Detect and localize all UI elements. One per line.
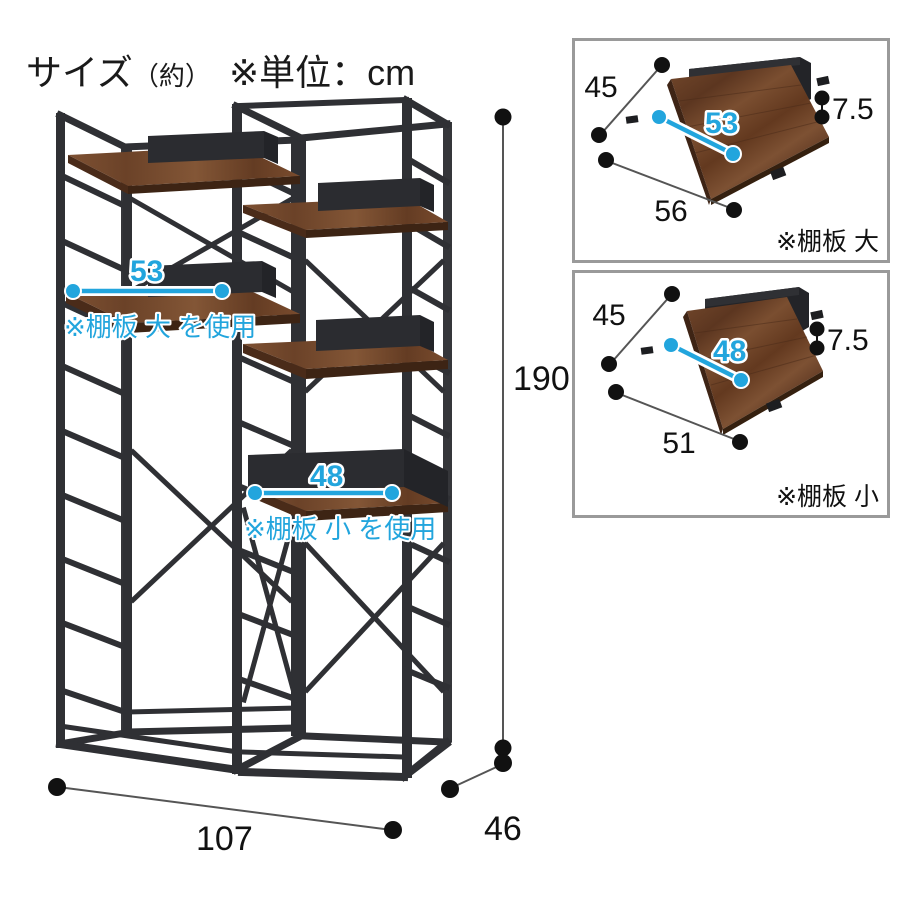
dim-width-label: 107	[196, 820, 253, 858]
title-size-label: サイズ	[26, 52, 133, 93]
panel-small-thickness-label: 7.5	[827, 324, 869, 357]
annotation-48-note: ※棚板 小 を使用	[244, 514, 436, 544]
panel-small-caption: ※棚板 小	[776, 483, 879, 511]
panel-large-caption: ※棚板 大	[776, 228, 879, 256]
annotation-48-value: 48	[310, 460, 343, 493]
title-unit-label: ※単位：cm	[228, 52, 416, 93]
dim-dot	[384, 821, 402, 839]
panel-shelf-board-large: 45 56 7.5 53 ※棚板 大	[572, 38, 890, 263]
panel-small-depth-label: 45	[592, 299, 625, 332]
shelf-board-small-in-use	[248, 449, 448, 521]
dim-dot	[494, 739, 512, 757]
annotation-53-value: 53	[130, 255, 163, 288]
shelf-board-mid-right	[243, 315, 448, 379]
page-title: サイズ（約） ※単位：cm	[26, 44, 415, 96]
title-approx-label: （約）	[132, 61, 211, 91]
panel-large-depth-label: 45	[584, 71, 617, 104]
panel-small-inner-width-label: 48	[713, 335, 746, 368]
dim-dot	[48, 778, 66, 796]
annotation-small-board: 48 ※棚板 小 を使用	[242, 458, 438, 547]
panel-small-inner-dim: 48	[662, 333, 750, 389]
dim-dot	[494, 754, 512, 772]
board-illustration-small	[640, 287, 824, 435]
dim-height-label: 190	[513, 360, 570, 398]
dim-dot	[494, 108, 512, 126]
panel-large-inner-width-label: 53	[705, 107, 738, 140]
panel-large-inner-dim: 53	[650, 105, 742, 163]
dim-dot	[441, 780, 459, 798]
shelf-board-top-left	[68, 131, 300, 194]
annotation-53-note: ※棚板 大 を使用	[64, 312, 256, 342]
panel-shelf-board-small: 45 51 7.5 48 ※棚板 小	[572, 270, 890, 518]
panel-small-width-label: 51	[662, 427, 695, 460]
annotation-large-board: 53 ※棚板 大 を使用	[62, 253, 258, 345]
shelf-board-upper-center	[243, 178, 448, 238]
dim-depth-label: 46	[484, 810, 522, 848]
panel-large-width-label: 56	[654, 195, 687, 228]
board-illustration-large	[625, 57, 830, 205]
rack-frame	[55, 95, 452, 782]
panel-large-thickness-label: 7.5	[832, 93, 874, 126]
